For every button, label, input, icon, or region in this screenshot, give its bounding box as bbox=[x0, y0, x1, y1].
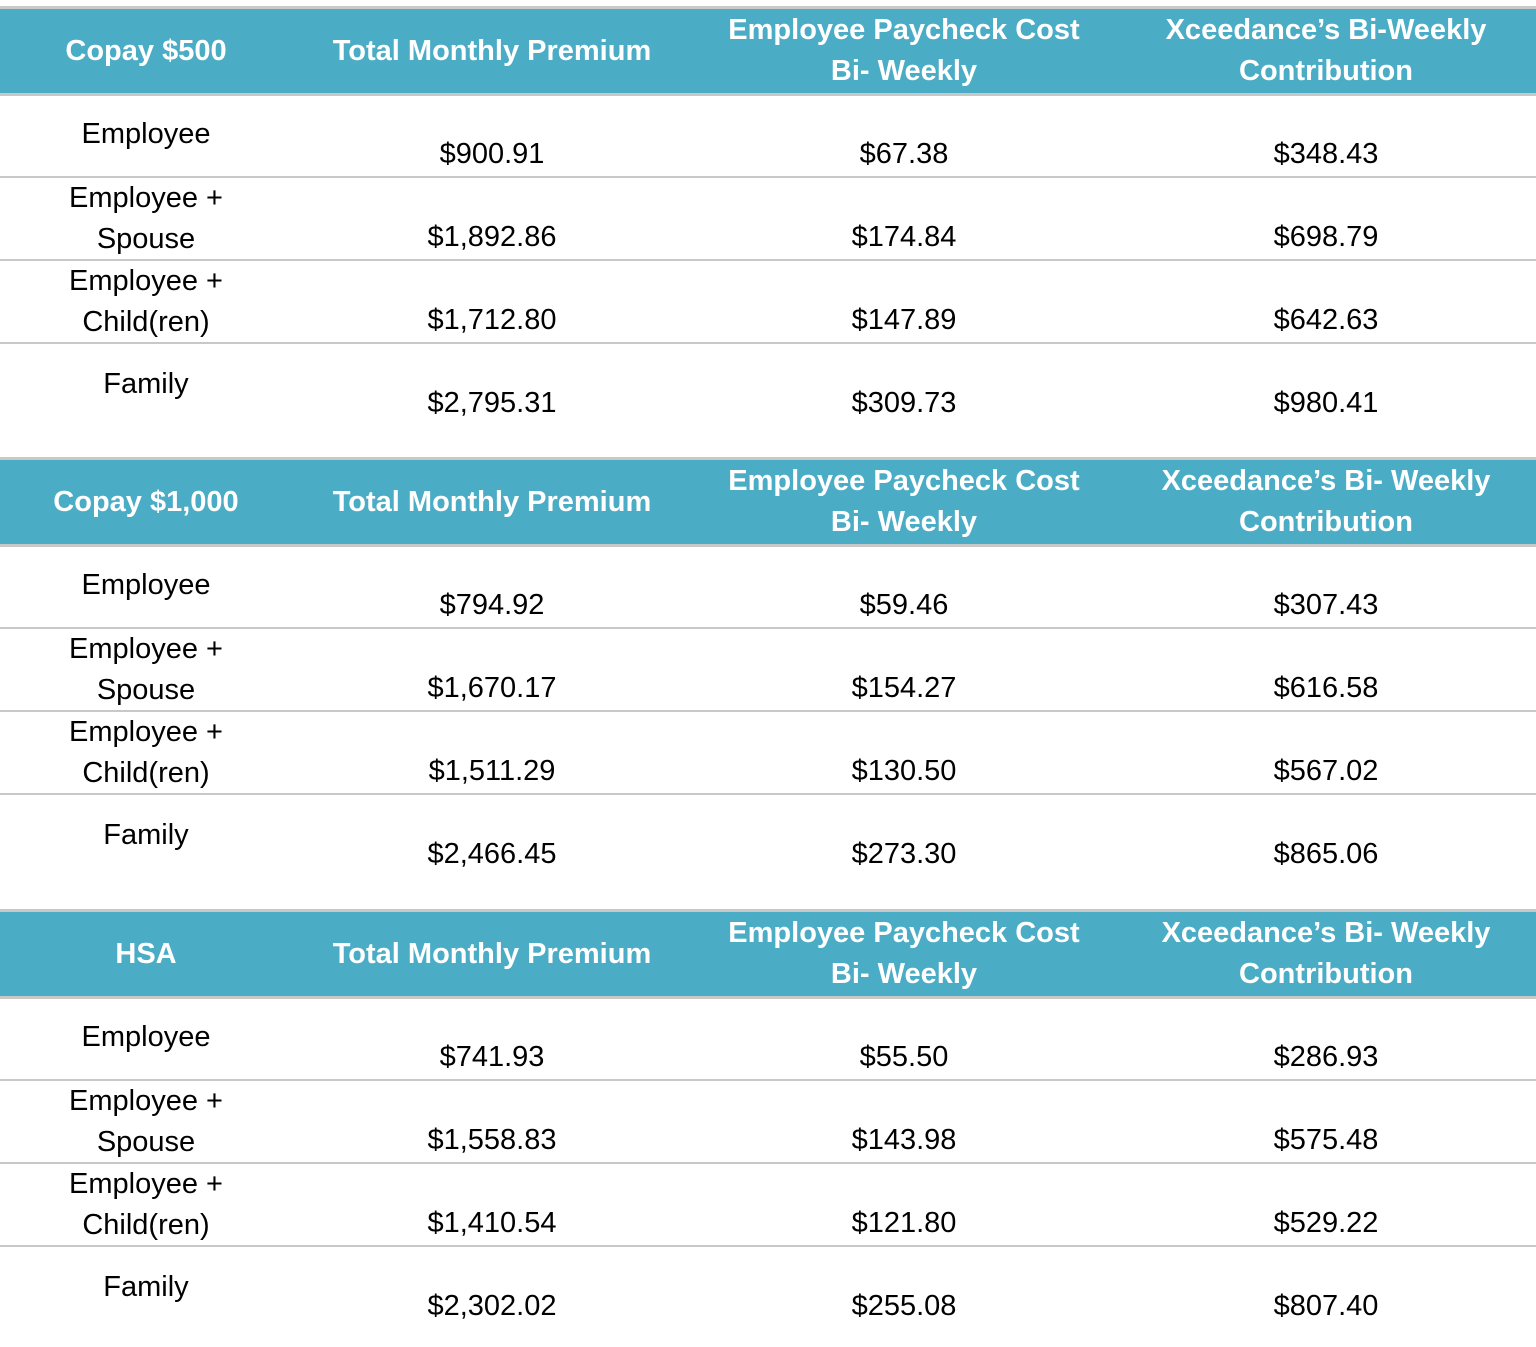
employer-contribution: $286.93 bbox=[1273, 1041, 1379, 1073]
table-row: Employee $900.91 $67.38 $348.43 bbox=[0, 96, 1536, 178]
coverage-tier: Employee + Child(ren) bbox=[69, 265, 223, 338]
total-monthly-premium-header: Total Monthly Premium bbox=[332, 937, 652, 970]
total-monthly-premium-header: Total Monthly Premium bbox=[332, 34, 652, 67]
employer-contribution: $698.79 bbox=[1273, 221, 1379, 253]
employer-contribution-header: Xceedance’s Bi-Weekly Contribution bbox=[1165, 14, 1487, 87]
coverage-tier: Family bbox=[103, 819, 189, 851]
total-monthly-premium: $1,511.29 bbox=[428, 755, 556, 787]
table-row: Employee + Spouse $1,558.83 $143.98 $575… bbox=[0, 1081, 1536, 1164]
employer-contribution: $529.22 bbox=[1273, 1207, 1379, 1239]
employer-contribution: $307.43 bbox=[1273, 589, 1379, 621]
employee-paycheck-cost: $174.84 bbox=[851, 221, 957, 253]
total-monthly-premium: $1,410.54 bbox=[427, 1207, 557, 1239]
table-row: Employee $741.93 $55.50 $286.93 bbox=[0, 999, 1536, 1081]
employee-paycheck-cost: $154.27 bbox=[851, 672, 957, 704]
total-monthly-premium: $794.92 bbox=[439, 589, 545, 621]
employee-paycheck-cost: $309.73 bbox=[851, 387, 957, 419]
employee-paycheck-cost: $273.30 bbox=[851, 838, 957, 870]
plan-name-header: HSA bbox=[115, 937, 177, 970]
table-row: Employee + Child(ren) $1,511.29 $130.50 … bbox=[0, 712, 1536, 795]
coverage-tier: Employee + Child(ren) bbox=[69, 1168, 223, 1241]
table-row: Employee + Spouse $1,670.17 $154.27 $616… bbox=[0, 629, 1536, 712]
table-row: Employee + Child(ren) $1,410.54 $121.80 … bbox=[0, 1164, 1536, 1247]
total-monthly-premium: $2,302.02 bbox=[427, 1290, 557, 1322]
employee-paycheck-cost: $255.08 bbox=[851, 1290, 957, 1322]
employee-paycheck-cost: $67.38 bbox=[859, 138, 949, 170]
coverage-tier: Employee bbox=[81, 118, 211, 150]
coverage-tier: Employee + Spouse bbox=[69, 633, 223, 706]
coverage-tier: Employee bbox=[81, 569, 211, 601]
employee-paycheck-cost-header: Employee Paycheck Cost Bi- Weekly bbox=[728, 917, 1080, 990]
total-monthly-premium: $2,795.31 bbox=[427, 387, 557, 419]
table-row: Employee + Child(ren) $1,712.80 $147.89 … bbox=[0, 261, 1536, 344]
employer-contribution: $807.40 bbox=[1273, 1290, 1379, 1322]
table-row: Family $2,466.45 $273.30 $865.06 bbox=[0, 795, 1536, 911]
table-header: Copay $500 Total Monthly Premium Employe… bbox=[0, 6, 1536, 96]
total-monthly-premium-header: Total Monthly Premium bbox=[332, 485, 652, 518]
employee-paycheck-cost: $55.50 bbox=[859, 1041, 949, 1073]
employee-paycheck-cost: $143.98 bbox=[851, 1124, 957, 1156]
plan-name-header: Copay $1,000 bbox=[53, 485, 239, 518]
total-monthly-premium: $1,670.17 bbox=[427, 672, 557, 704]
employee-paycheck-cost: $130.50 bbox=[851, 755, 957, 787]
employer-contribution: $980.41 bbox=[1273, 387, 1379, 419]
total-monthly-premium: $900.91 bbox=[439, 138, 545, 170]
total-monthly-premium: $1,892.86 bbox=[427, 221, 557, 253]
coverage-tier: Family bbox=[103, 368, 189, 400]
employer-contribution: $865.06 bbox=[1273, 838, 1379, 870]
table-row: Family $2,795.31 $309.73 $980.41 bbox=[0, 344, 1536, 460]
copay-1000-table: Copay $1,000 Total Monthly Premium Emplo… bbox=[0, 457, 1536, 911]
coverage-tier: Employee + Spouse bbox=[69, 1085, 223, 1158]
employer-contribution: $575.48 bbox=[1273, 1124, 1379, 1156]
employee-paycheck-cost-header: Employee Paycheck Cost Bi- Weekly bbox=[728, 14, 1080, 87]
table-header: HSA Total Monthly Premium Employee Paych… bbox=[0, 909, 1536, 999]
employer-contribution-header: Xceedance’s Bi- Weekly Contribution bbox=[1161, 917, 1491, 990]
coverage-tier: Employee bbox=[81, 1021, 211, 1053]
copay-500-table: Copay $500 Total Monthly Premium Employe… bbox=[0, 6, 1536, 460]
employer-contribution: $348.43 bbox=[1273, 138, 1379, 170]
table-row: Employee $794.92 $59.46 $307.43 bbox=[0, 547, 1536, 629]
table-row: Family $2,302.02 $255.08 $807.40 bbox=[0, 1247, 1536, 1347]
table-header: Copay $1,000 Total Monthly Premium Emplo… bbox=[0, 457, 1536, 547]
total-monthly-premium: $2,466.45 bbox=[427, 838, 557, 870]
total-monthly-premium: $1,558.83 bbox=[427, 1124, 557, 1156]
employee-paycheck-cost: $147.89 bbox=[851, 304, 957, 336]
employee-paycheck-cost: $121.80 bbox=[851, 1207, 957, 1239]
plan-name-header: Copay $500 bbox=[65, 34, 227, 67]
total-monthly-premium: $1,712.80 bbox=[427, 304, 557, 336]
coverage-tier: Employee + Spouse bbox=[69, 182, 223, 255]
table-row: Employee + Spouse $1,892.86 $174.84 $698… bbox=[0, 178, 1536, 261]
employee-paycheck-cost: $59.46 bbox=[859, 589, 949, 621]
hsa-table: HSA Total Monthly Premium Employee Paych… bbox=[0, 909, 1536, 1347]
employer-contribution-header: Xceedance’s Bi- Weekly Contribution bbox=[1161, 465, 1491, 538]
employer-contribution: $642.63 bbox=[1273, 304, 1379, 336]
total-monthly-premium: $741.93 bbox=[439, 1041, 545, 1073]
coverage-tier: Employee + Child(ren) bbox=[69, 716, 223, 789]
employer-contribution: $567.02 bbox=[1273, 755, 1379, 787]
employee-paycheck-cost-header: Employee Paycheck Cost Bi- Weekly bbox=[728, 465, 1080, 538]
employer-contribution: $616.58 bbox=[1273, 672, 1379, 704]
coverage-tier: Family bbox=[103, 1271, 189, 1303]
